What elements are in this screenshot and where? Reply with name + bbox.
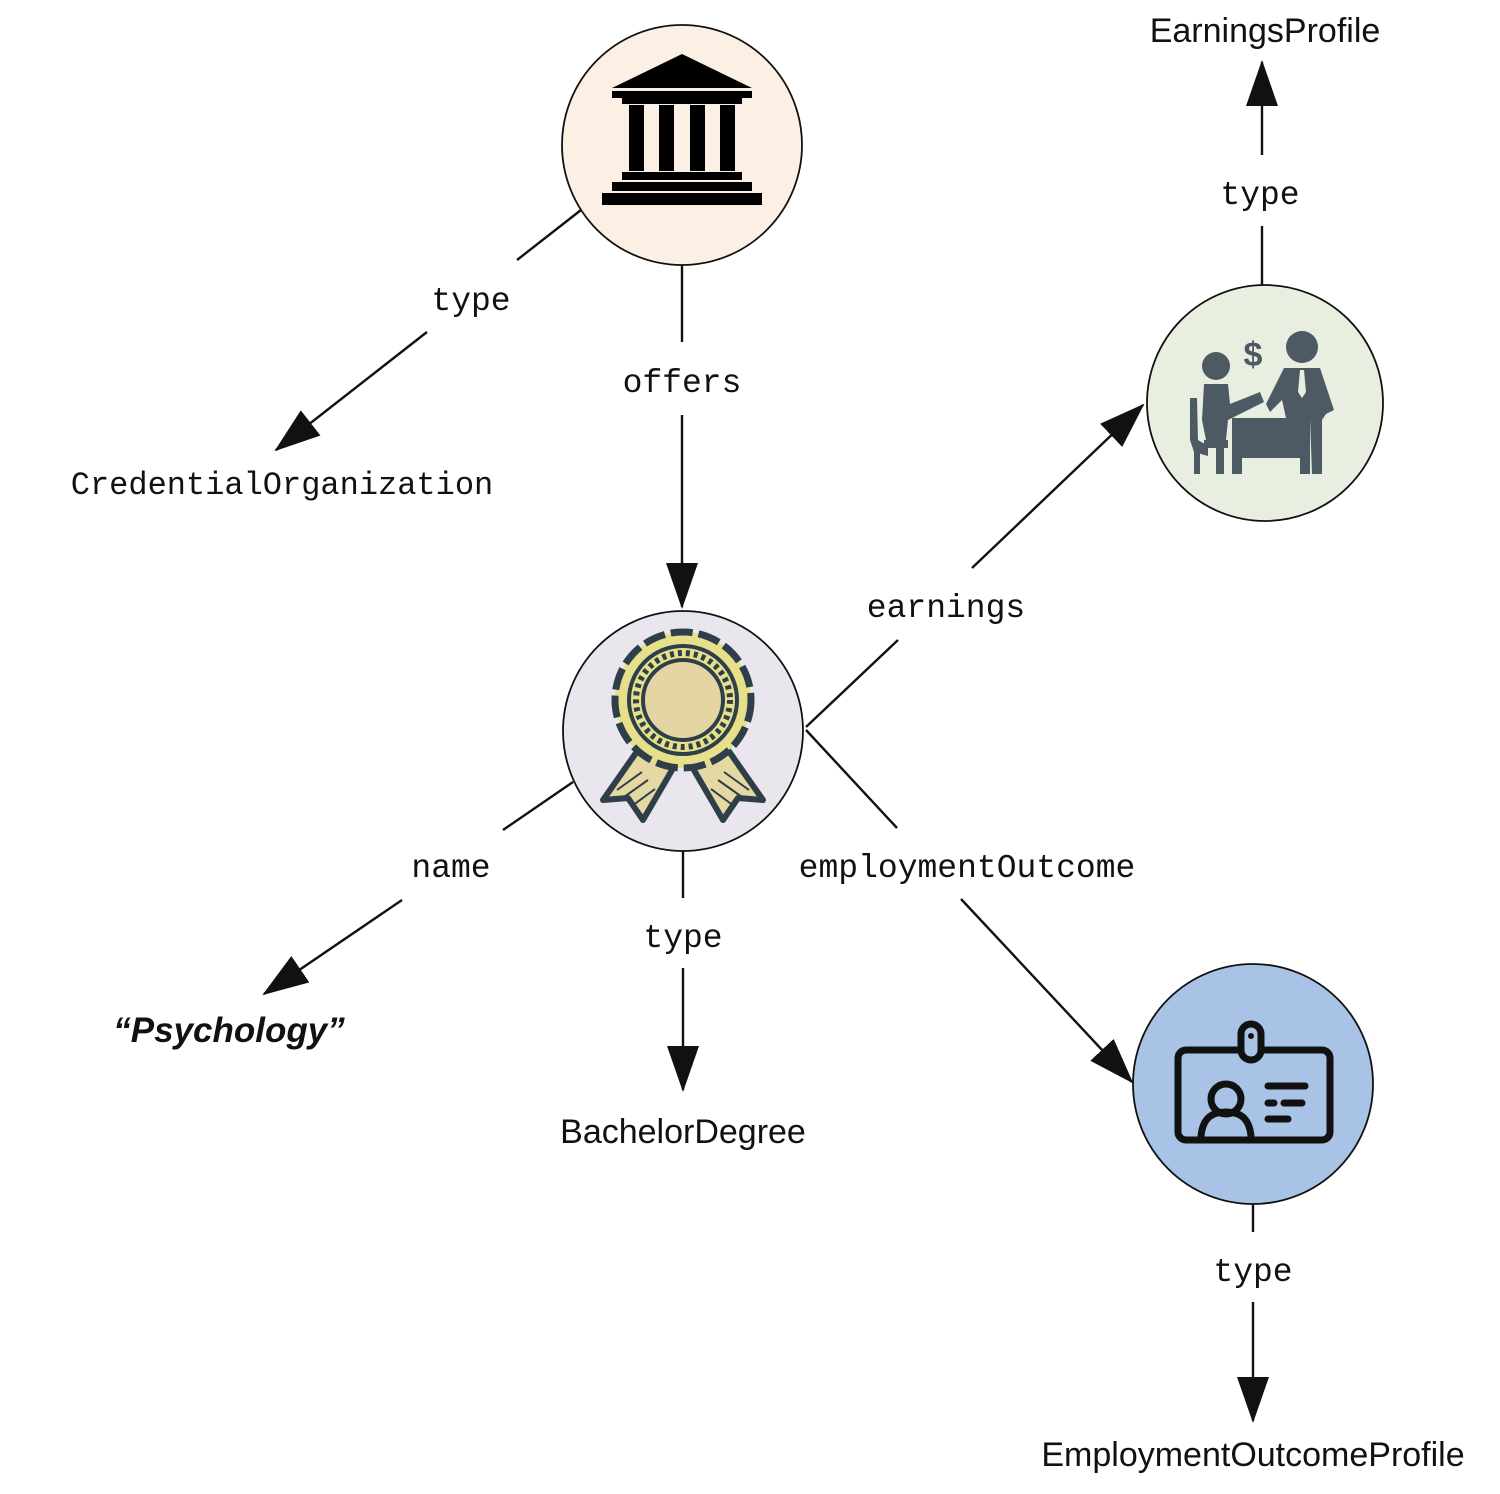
term-bachelor-degree: BachelorDegree bbox=[560, 1113, 806, 1151]
node-credential bbox=[562, 610, 804, 852]
edge-label-name: name bbox=[411, 850, 490, 887]
edge-label-offers: offers bbox=[623, 365, 742, 402]
edge-label-credential-type: type bbox=[643, 920, 722, 957]
edge-label-earnings: earnings bbox=[867, 590, 1025, 627]
node-employment bbox=[1132, 963, 1374, 1205]
node-earnings-circle bbox=[1146, 284, 1384, 522]
edge-earnings bbox=[805, 403, 1145, 728]
term-credential-organization: CredentialOrganization bbox=[71, 467, 493, 504]
literal-psychology: “Psychology” bbox=[113, 1011, 345, 1050]
award-ribbon-icon bbox=[600, 628, 766, 823]
edge-label-earnings-type: type bbox=[1220, 177, 1299, 214]
salary-meeting-icon: $ bbox=[1190, 331, 1334, 474]
bank-building-icon bbox=[602, 54, 762, 205]
id-badge-icon bbox=[1174, 1020, 1334, 1144]
term-earnings-profile: EarningsProfile bbox=[1150, 12, 1381, 50]
node-organization bbox=[561, 24, 803, 266]
edge-employment-outcome bbox=[805, 729, 1134, 1084]
edge-label-org-type: type bbox=[431, 283, 510, 320]
edge-label-employment-type: type bbox=[1213, 1254, 1292, 1291]
node-employment-circle bbox=[1132, 963, 1374, 1205]
svg-text:$: $ bbox=[1244, 336, 1263, 374]
term-employment-outcome-profile: EmploymentOutcomeProfile bbox=[1041, 1436, 1464, 1474]
edge-org-type bbox=[274, 209, 582, 452]
node-earnings: $ bbox=[1146, 284, 1384, 522]
edge-name bbox=[262, 781, 574, 996]
edge-label-employment-outcome: employmentOutcome bbox=[799, 850, 1136, 887]
